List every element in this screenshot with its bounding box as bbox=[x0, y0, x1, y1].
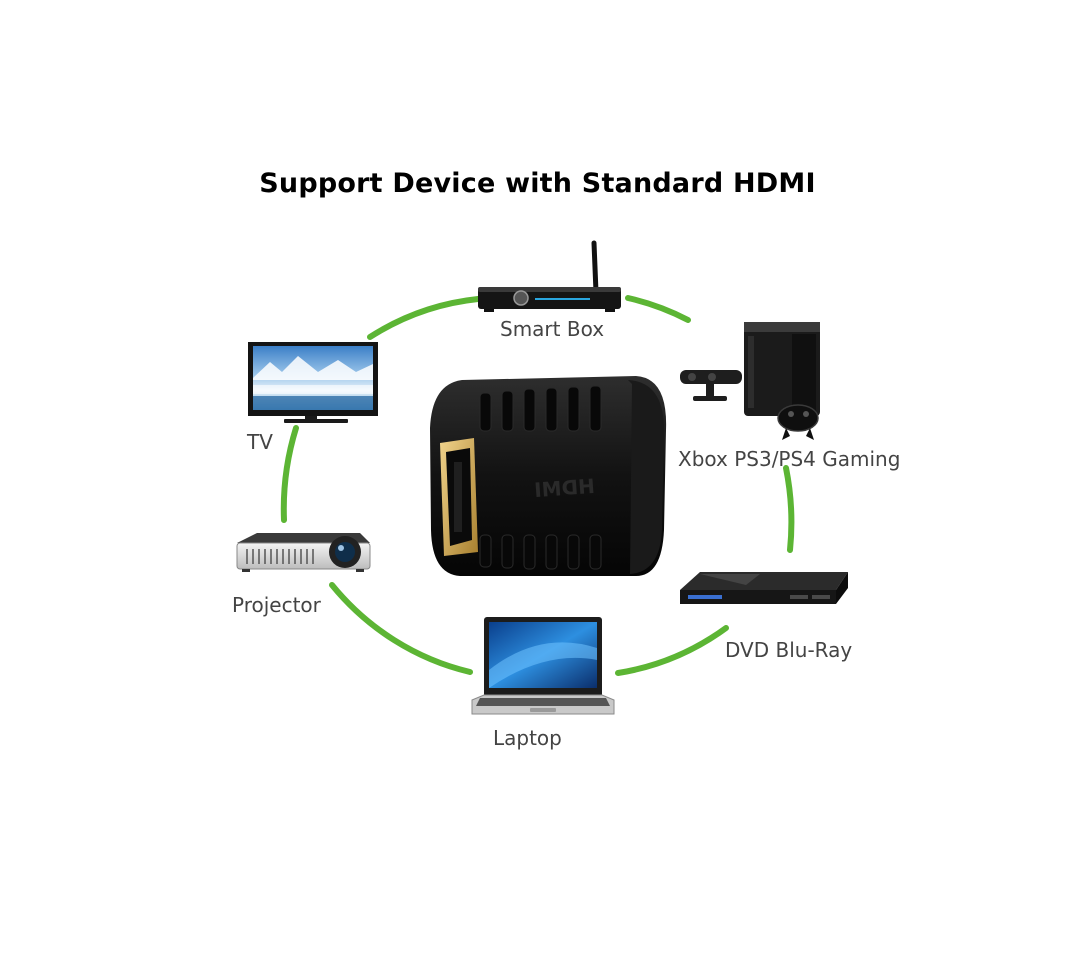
ring-arc-smartbox-xbox bbox=[625, 295, 691, 323]
tv-icon bbox=[248, 342, 378, 423]
device-label-xbox: Xbox PS3/PS4 Gaming bbox=[678, 447, 901, 471]
device-label-projector: Projector bbox=[232, 593, 321, 617]
device-label-smart-box: Smart Box bbox=[500, 317, 605, 341]
diagram-title: Support Device with Standard HDMI bbox=[259, 168, 816, 199]
ring-arc-smartbox-tv bbox=[367, 296, 481, 340]
ring-arc-xbox-dvd bbox=[783, 465, 795, 553]
dvd-player-icon bbox=[680, 572, 848, 604]
laptop-icon bbox=[471, 617, 615, 715]
device-label-dvd: DVD Blu-Ray bbox=[725, 638, 853, 662]
smart-box-icon bbox=[478, 240, 621, 312]
connection-ring bbox=[280, 295, 795, 676]
ring-arc-dvd-laptop bbox=[615, 625, 729, 676]
ring-arc-projector-tv bbox=[280, 425, 299, 523]
device-label-laptop: Laptop bbox=[493, 726, 562, 750]
ring-arc-laptop-projector bbox=[329, 582, 473, 675]
device-label-tv: TV bbox=[247, 430, 273, 454]
embossed-hdmi-text: HDMI bbox=[533, 474, 595, 502]
hdmi-coupler-icon: HDMI bbox=[430, 376, 667, 576]
projector-icon bbox=[236, 533, 371, 572]
game-console-icon bbox=[680, 322, 820, 440]
